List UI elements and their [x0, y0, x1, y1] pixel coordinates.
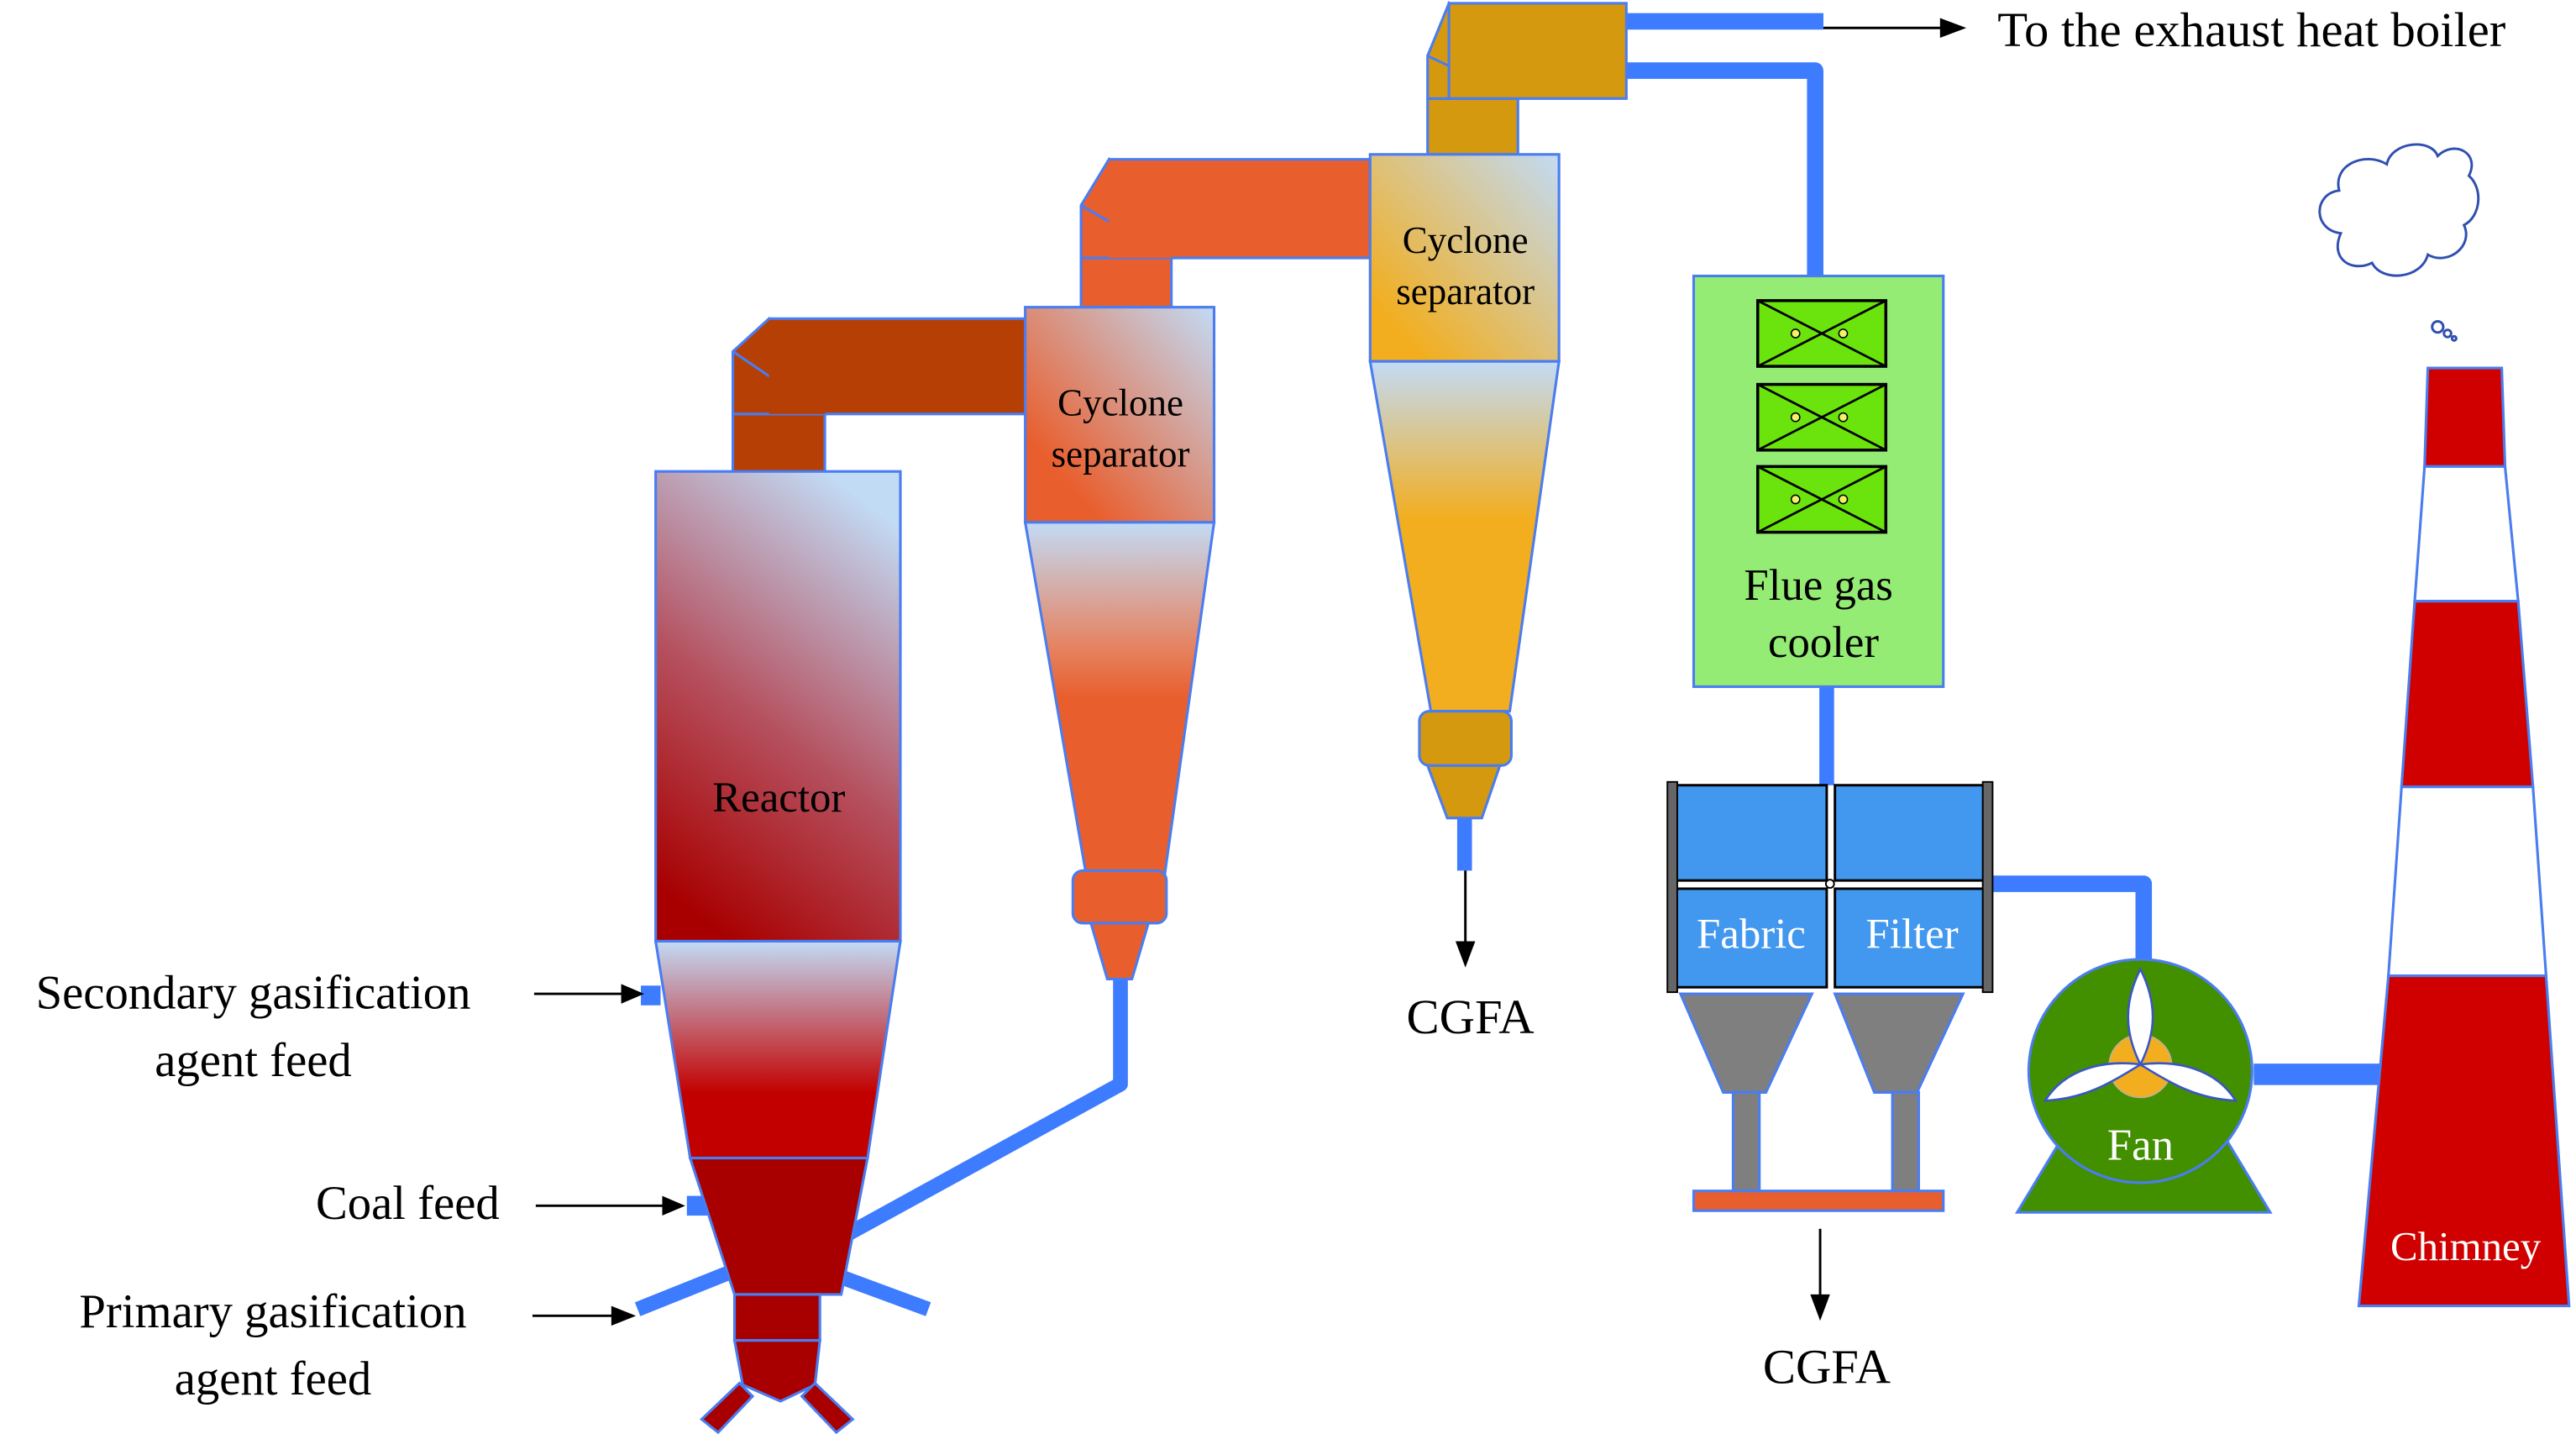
reactor-cone: [653, 939, 902, 1160]
cyclone1-body: [1024, 306, 1216, 524]
secondary-feed-label-line2: agent feed: [155, 1034, 351, 1087]
filter-hopper-left: [1678, 992, 1814, 1094]
cyclone2-cone: [1368, 360, 1561, 713]
coal-feed-arrowhead: [662, 1195, 685, 1216]
secondary-feed-nozzle: [641, 985, 661, 1006]
cyclone2-outlet: [1425, 764, 1502, 820]
filter-label-right: Filter: [1866, 910, 1959, 957]
chimney-band-1: [2423, 366, 2507, 468]
filter-joint: [1824, 879, 1835, 889]
duct-reactor-to-cyclone1: [731, 316, 1026, 475]
filter-hopper-right: [1833, 992, 1965, 1094]
filter-frame-right: [1981, 780, 1994, 994]
secondary-feed-label-line1: Secondary gasification: [36, 967, 471, 1020]
cooler-inlet-pipe: [1626, 62, 1823, 276]
cyclone1-cone: [1023, 521, 1216, 875]
primary-feed-arrowhead: [611, 1305, 637, 1326]
chimney: Chimney: [2357, 366, 2571, 1308]
cyclone1-outlet: [1089, 922, 1151, 981]
return-leg-pipe: [817, 979, 1128, 1255]
chimney-band-5: [2357, 974, 2571, 1308]
cyclone2-label-line1: Cyclone: [1403, 219, 1529, 261]
chimney-band-4: [2386, 785, 2548, 978]
filter-cell-bottom-right: [1834, 887, 1990, 989]
reactor-leg-right: [800, 1381, 855, 1435]
chimney-label: Chimney: [2390, 1223, 2542, 1269]
exhaust-arrowhead: [1939, 18, 1967, 38]
annotations: To the exhaust heat boiler Secondary gas…: [36, 3, 2506, 1405]
chimney-band-3: [2400, 600, 2535, 789]
reactor-body: [654, 470, 902, 943]
cgfa-filter-label: CGFA: [1763, 1340, 1891, 1394]
cooler-label-line1: Flue gas: [1744, 561, 1892, 610]
filter-hopper-right-stem: [1891, 1090, 1920, 1193]
fabric-filter: Fabric Filter: [1666, 780, 1994, 1212]
cyclone-separator-2: Cyclone separator: [1368, 153, 1561, 820]
filter-label-left: Fabric: [1697, 910, 1806, 957]
filter-cell-bottom-left: [1671, 887, 1828, 989]
filter-to-fan-pipe: [1987, 875, 2153, 969]
cgfa-filter-arrowhead: [1810, 1294, 1830, 1321]
duct-cyclone1-to-cyclone2: [1079, 156, 1372, 309]
heat-exchanger-coil-icon: [1756, 382, 1888, 452]
primary-feed-label-line1: Primary gasification: [79, 1285, 466, 1338]
exhaust-label: To the exhaust heat boiler: [1997, 3, 2506, 57]
reactor: Reactor: [653, 470, 902, 1435]
reactor-throat: [732, 1293, 821, 1342]
cyclone2-valve: [1418, 710, 1514, 767]
cyclone2-body: [1368, 153, 1561, 363]
heat-exchanger-coil-icon: [1756, 299, 1888, 368]
cyclone2-dipleg-pipe: [1456, 817, 1472, 871]
cooler-label-line2: cooler: [1768, 618, 1879, 667]
cyclone2-label-line2: separator: [1396, 270, 1535, 312]
reactor-lower-section: [688, 1157, 869, 1296]
cyclone1-valve: [1071, 869, 1168, 925]
filter-frame-left: [1666, 780, 1678, 994]
fan-label: Fan: [2107, 1121, 2174, 1170]
reactor-bottom: [732, 1339, 821, 1403]
chimney-band-2: [2413, 465, 2520, 603]
cgfa-cyclone-label: CGFA: [1406, 990, 1534, 1044]
filter-cell-top-left: [1671, 784, 1828, 882]
primary-feed-pipe-left: [634, 1263, 739, 1316]
ash-conveyor: [1692, 1190, 1945, 1212]
reactor-leg-left: [700, 1381, 755, 1435]
cyclone-separator-1: Cyclone separator: [1023, 306, 1216, 981]
fan-blades-icon: [2043, 966, 2238, 1102]
coal-feed-label: Coal feed: [316, 1177, 500, 1230]
filter-hopper-left-stem: [1731, 1090, 1761, 1193]
secondary-feed-arrowhead: [621, 984, 644, 1004]
fan: Fan: [2014, 958, 2273, 1214]
cgfa-cyclone-arrowhead: [1455, 941, 1476, 968]
filter-cell-top-right: [1834, 784, 1990, 882]
cyclone1-label-line2: separator: [1052, 433, 1190, 475]
heat-exchanger-coil-icon: [1756, 465, 1888, 534]
flue-gas-cooler: Flue gas cooler: [1692, 274, 1945, 688]
primary-feed-label-line2: agent feed: [175, 1352, 371, 1405]
cloud-icon: [2318, 143, 2480, 342]
reactor-label: Reactor: [712, 774, 845, 821]
cyclone1-label-line1: Cyclone: [1057, 382, 1183, 424]
duct-cyclone2-outlet: [1426, 0, 1628, 156]
